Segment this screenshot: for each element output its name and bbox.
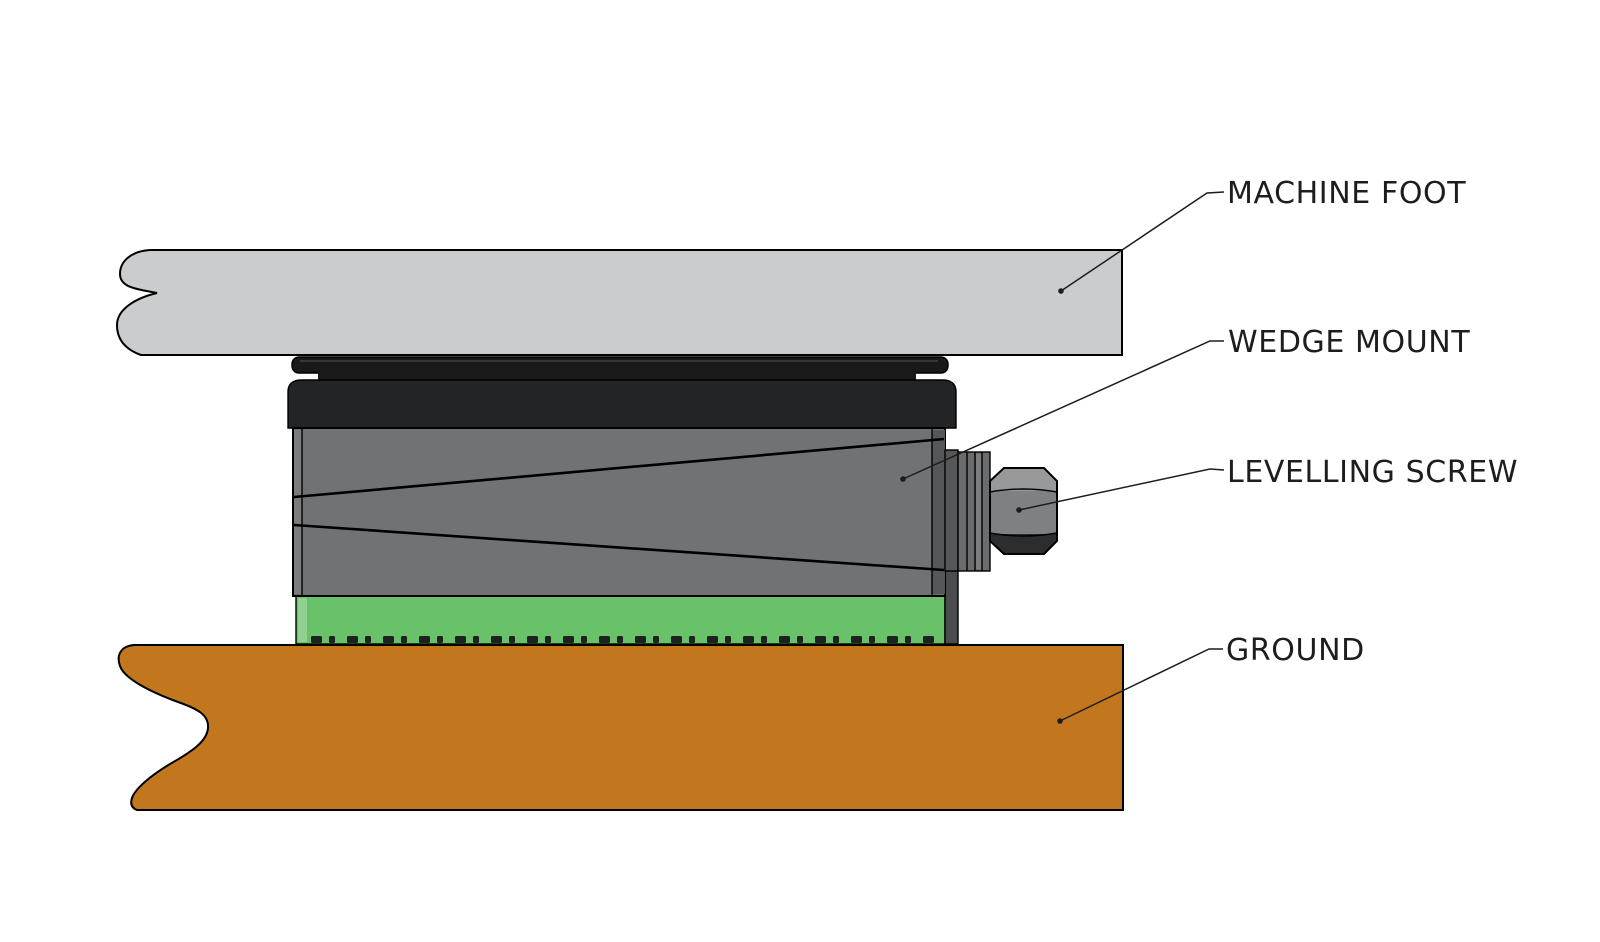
body-right-strip [932,430,945,594]
grip-tooth [545,636,551,643]
base-plate-edge-highlight [298,598,307,642]
grip-tooth [851,636,862,643]
levelling-screw-label: LEVELLING SCREW [1227,455,1518,490]
base-plate [295,595,946,645]
ground-label: GROUND [1226,633,1365,668]
grip-tooth [761,636,767,643]
grip-tooth [509,636,515,643]
grip-teeth [311,636,934,643]
grip-tooth [563,636,574,643]
grip-tooth [599,636,610,643]
collar-washer [944,449,959,572]
wedge-incline-upper [293,437,945,499]
grip-tooth [797,636,803,643]
grip-tooth [779,636,790,643]
grip-tooth [365,636,371,643]
levelling-screw-leader-dot [1016,507,1022,513]
grip-tooth [455,636,466,643]
machine-foot-shape [115,249,1123,356]
wedge-mount-cap [287,356,957,429]
nut-facet-line-upper [989,488,1058,493]
machine-foot-label: MACHINE FOOT [1227,176,1466,211]
machine-foot-leader [1060,191,1225,292]
grip-tooth [437,636,443,643]
grip-tooth [311,636,322,643]
grip-tooth [833,636,839,643]
wedge-mount-leader [902,340,1224,480]
machine-foot-leader-dot [1058,288,1064,294]
grip-tooth [815,636,826,643]
cap-ring [287,379,957,429]
grip-tooth [491,636,502,643]
grip-tooth [635,636,646,643]
grip-tooth [617,636,623,643]
grip-tooth [689,636,695,643]
ground-leader-dot [1057,718,1063,724]
grip-tooth [473,636,479,643]
grip-tooth [671,636,682,643]
grip-tooth [329,636,335,643]
collar-laminae [957,451,991,572]
leader-lines [900,191,1225,724]
ground-shape [117,644,1124,811]
wedge-mount-body [292,427,946,597]
ground-leader [1059,648,1223,722]
body-left-strip [294,430,302,594]
grip-tooth [743,636,754,643]
levelling-screw-nut [989,467,1058,555]
levelling-screw-leader [1018,468,1225,511]
wedge-incline-lower [293,523,945,572]
nut-facet-line-lower [989,532,1058,537]
mount-right-flange-lower [944,559,959,645]
grip-tooth [383,636,394,643]
screw-collar [944,449,991,572]
cap-connector [318,369,916,381]
nut-outline [989,467,1058,555]
wedge-mount-leader-dot [900,476,906,482]
grip-tooth [887,636,898,643]
grip-tooth [401,636,407,643]
grip-tooth [707,636,718,643]
grip-tooth [725,636,731,643]
grip-tooth [347,636,358,643]
grip-tooth [653,636,659,643]
collar-highlight [976,454,982,569]
grip-tooth [527,636,538,643]
grip-tooth [869,636,875,643]
grip-tooth [419,636,430,643]
grip-tooth [905,636,911,643]
callout-labels: MACHINE FOOT WEDGE MOUNT LEVELLING SCREW… [1226,176,1518,668]
grip-tooth [923,636,934,643]
wedge-mount-label: WEDGE MOUNT [1228,325,1470,360]
grip-tooth [581,636,587,643]
